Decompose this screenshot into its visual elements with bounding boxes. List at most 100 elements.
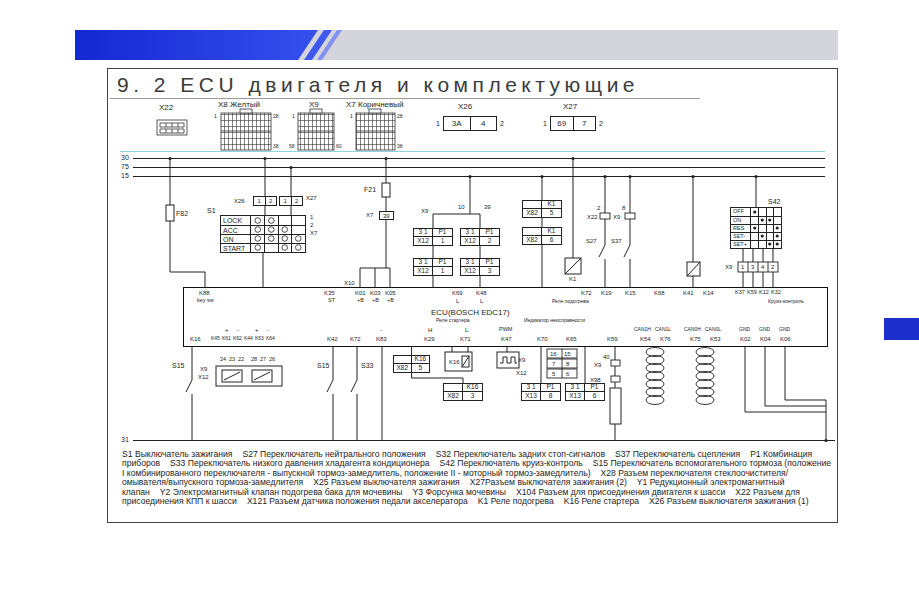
connector-cell: P1 xyxy=(541,384,560,392)
schematic-label: X27 xyxy=(563,103,577,111)
wire xyxy=(452,347,468,352)
schematic-label: 1 xyxy=(310,214,313,220)
empty-cell xyxy=(523,228,542,236)
node-text: 69 xyxy=(557,120,566,128)
junction-dot xyxy=(754,175,757,178)
table-cell xyxy=(758,217,766,224)
wire xyxy=(265,158,266,196)
node-text: 3A xyxy=(452,120,462,128)
node-text: 5 xyxy=(550,210,554,217)
node-text: 3 1 xyxy=(465,229,474,236)
switch-contact xyxy=(268,218,274,224)
schematic-label: 3 xyxy=(751,264,754,270)
schematic-label: K47 xyxy=(501,336,512,342)
schematic-label: +B xyxy=(387,298,394,304)
switch-contact xyxy=(295,236,301,242)
connector-icon xyxy=(298,113,334,150)
switch-contact xyxy=(768,242,771,245)
schematic-label: F82 xyxy=(176,210,188,217)
switch-table: LOCKACCONSTART xyxy=(220,215,306,253)
connector-box: K1X826 xyxy=(522,227,562,245)
schematic-label: K44 xyxy=(244,336,253,341)
designation-text: S37 Переключатель сцепления xyxy=(615,449,740,459)
table-row: SET+ xyxy=(731,240,781,248)
wire xyxy=(291,167,292,196)
schematic-label: K16 xyxy=(449,359,460,365)
pin-box xyxy=(562,349,563,378)
schematic-label: K03 xyxy=(370,290,381,296)
wire xyxy=(265,206,266,215)
schematic-label: PWM xyxy=(499,327,512,333)
table-cell xyxy=(751,217,758,224)
schematic-label: X98 xyxy=(590,377,601,383)
table-row: RES xyxy=(731,224,781,232)
node-text: P1 xyxy=(591,384,599,391)
schematic-label: CAN0H xyxy=(684,327,701,332)
table-cell xyxy=(264,216,278,225)
switch-contact xyxy=(753,226,756,229)
node-text: SET- xyxy=(733,234,745,240)
pin-box xyxy=(547,213,778,382)
wire xyxy=(585,347,586,383)
schematic-label: 28 xyxy=(251,357,257,363)
pin-box xyxy=(600,213,610,219)
wire xyxy=(433,246,434,258)
switch-contact xyxy=(255,245,261,251)
junction-dot xyxy=(540,175,543,178)
connector-box: 3 1P1X122 xyxy=(460,228,500,246)
table-cell xyxy=(766,217,774,224)
schematic-label: CAN1L xyxy=(655,327,671,332)
connector-box: K1X825 xyxy=(522,200,562,218)
schematic-label: L xyxy=(465,327,468,333)
wire xyxy=(327,347,333,440)
table-row: START xyxy=(221,243,305,252)
node-text: 6 xyxy=(550,237,554,244)
node-text: 1 xyxy=(441,268,445,275)
node-text: RES xyxy=(733,226,744,232)
connector-cell: 4 xyxy=(470,117,497,130)
schematic-label: K41 xyxy=(683,290,694,296)
junction-dot xyxy=(168,157,171,160)
schematic-label: K72 xyxy=(350,336,361,342)
connector-cell: X12 xyxy=(461,267,480,275)
schematic-label: 8 xyxy=(566,361,569,367)
schematic-label: 27 xyxy=(260,357,266,363)
table-cell xyxy=(766,225,774,232)
table-cell: ACC xyxy=(221,226,251,234)
header-banner xyxy=(317,30,342,60)
connector-box: 3A 4 xyxy=(443,116,497,131)
node-text: 3 xyxy=(488,268,492,275)
schematic-label: X12 xyxy=(516,370,527,376)
table-cell xyxy=(758,208,766,216)
switch-contact xyxy=(776,234,779,237)
connector-cell: 3 1 xyxy=(461,229,480,237)
switch-contact xyxy=(255,218,261,224)
table-cell xyxy=(773,233,781,240)
table-row: ON xyxy=(221,234,305,243)
connector-icon xyxy=(240,109,252,113)
connector-box: 3 1P1X121 xyxy=(413,228,453,246)
schematic-label: 75 xyxy=(121,163,129,170)
schematic-label: - xyxy=(237,327,239,333)
wire xyxy=(745,347,826,440)
connector-cell: X82 xyxy=(523,209,542,217)
junction-dot xyxy=(263,157,266,160)
node-text: ON xyxy=(223,236,234,243)
table-cell xyxy=(751,208,758,216)
fuse-symbol xyxy=(166,205,174,221)
table-cell: ON xyxy=(731,217,751,224)
wire xyxy=(411,347,412,355)
table-cell: START xyxy=(221,244,251,252)
connector-cell: 2 xyxy=(480,237,499,245)
node-text: 1 xyxy=(284,198,287,204)
switch-contact xyxy=(753,210,756,213)
wire xyxy=(382,347,383,440)
schematic-label: GND xyxy=(739,327,750,332)
connector-icon xyxy=(160,123,184,133)
node-text: X12 xyxy=(417,238,429,245)
schematic-label: K37 xyxy=(735,290,745,296)
table-cell xyxy=(758,225,766,232)
table-cell xyxy=(291,226,305,234)
relay-symbol xyxy=(497,352,519,368)
schematic-label: 24 xyxy=(220,357,226,363)
